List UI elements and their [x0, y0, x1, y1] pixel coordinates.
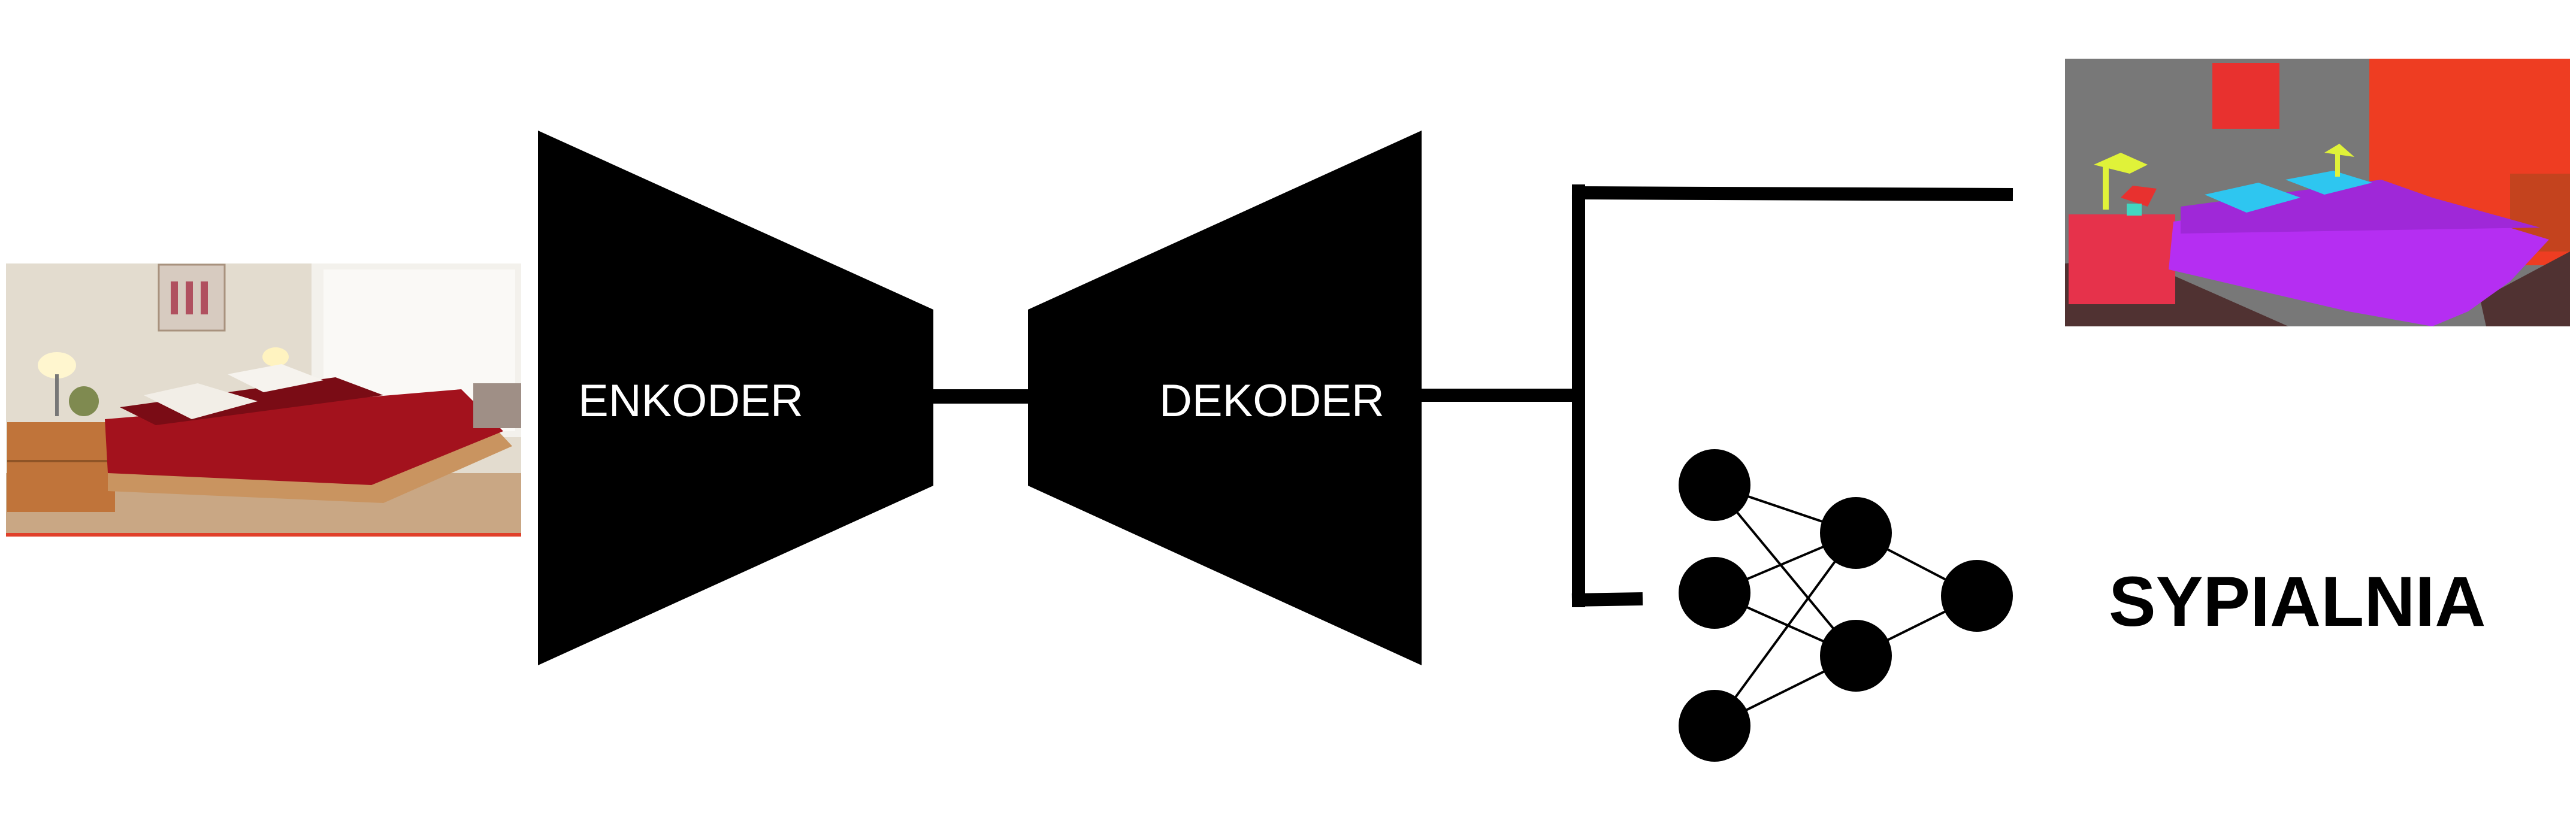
bottleneck-connector: [932, 389, 1029, 404]
encoder-block: [538, 131, 933, 665]
output-branch-lines: [1421, 184, 2013, 607]
encoder-label: ENKODER: [578, 375, 803, 426]
bedroom-photo: [6, 263, 521, 537]
segmentation-map: [2065, 59, 2570, 326]
neural-network-icon: [1679, 449, 2013, 762]
decoder-label: DEKODER: [1159, 375, 1384, 426]
classification-label: SYPIALNIA: [2109, 562, 2486, 641]
decoder-block: [1028, 131, 1422, 665]
